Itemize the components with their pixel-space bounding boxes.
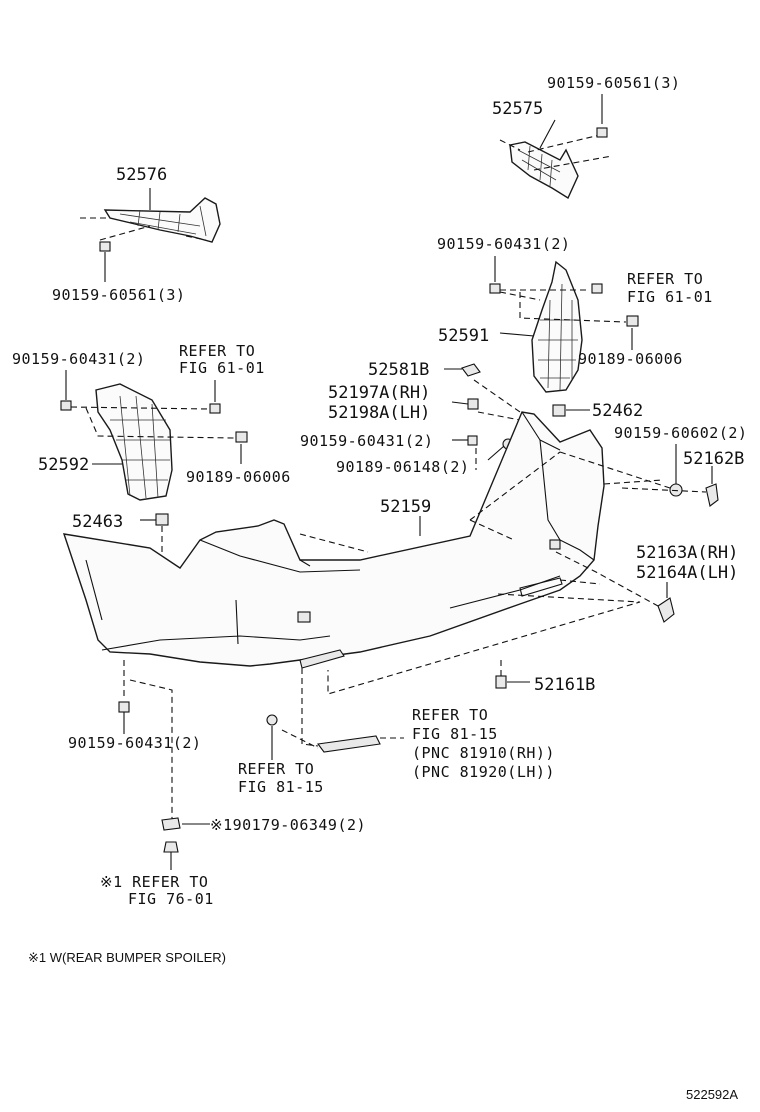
label-90189-06006-left: 90189-06006 <box>186 468 291 486</box>
clip-icon <box>60 370 72 411</box>
clip-icon <box>235 431 248 464</box>
label-52463: 52463 <box>72 512 123 532</box>
label-90189-06006-right: 90189-06006 <box>578 350 683 368</box>
label-52162b: 52162B <box>683 449 744 469</box>
label-52164a-lh: 52164A(LH) <box>636 563 738 583</box>
label-refer-to: REFER TO <box>179 342 255 360</box>
label-52576: 52576 <box>116 165 167 185</box>
part-52591-retainer <box>531 260 583 393</box>
label-52592: 52592 <box>38 455 89 475</box>
bolt-icon <box>467 435 478 446</box>
label-52198a-lh: 52198A(LH) <box>328 403 430 423</box>
clip-icon <box>495 675 530 689</box>
footnote: ※1 W(REAR BUMPER SPOILER) <box>28 950 226 965</box>
part-52162b-cap <box>705 466 719 507</box>
label-90159-60561-upper: 90159-60561(3) <box>547 74 680 92</box>
label-52462: 52462 <box>592 401 643 421</box>
label-90159-60431-lower: 90159-60431(2) <box>68 734 201 752</box>
dashed-guide <box>559 451 707 493</box>
label-refer-to-76: ※1 REFER TO <box>100 873 208 891</box>
clip-icon <box>209 380 221 414</box>
part-52163a-cover <box>657 582 675 623</box>
dashed-guide <box>327 551 659 695</box>
leader-line <box>451 401 469 405</box>
clip-icon <box>626 315 639 350</box>
label-pnc-81920: (PNC 81920(LH)) <box>412 763 555 781</box>
label-refer-to: REFER TO <box>412 706 488 724</box>
label-90159-60561-lower: 90159-60561(3) <box>52 286 185 304</box>
label-52159: 52159 <box>380 497 431 517</box>
screw-icon <box>669 444 683 497</box>
label-fig-61-01: FIG 61-01 <box>627 288 713 306</box>
part-52581b-plate <box>461 363 481 377</box>
part-52575-bracket <box>499 133 613 200</box>
label-90159-60431-upper-right: 90159-60431(2) <box>437 235 570 253</box>
part-52159-bumper-cover <box>62 411 605 667</box>
label-52161b: 52161B <box>534 675 595 695</box>
bolt-icon <box>596 94 608 138</box>
dashed-guide <box>299 451 561 553</box>
label-90159-60602: 90159-60602(2) <box>614 424 747 442</box>
clip-icon <box>489 256 501 294</box>
label-pnc-81910: (PNC 81910(RH)) <box>412 744 555 762</box>
dashed-guide <box>123 660 173 820</box>
bolt-icon <box>99 241 111 282</box>
label-90159-60431-upper-left: 90159-60431(2) <box>12 350 145 368</box>
label-fig-81-15: FIG 81-15 <box>238 778 324 796</box>
label-52197a-rh: 52197A(RH) <box>328 383 430 403</box>
dashed-guide <box>281 668 404 749</box>
leader-line <box>499 332 535 337</box>
clip-icon <box>161 817 210 831</box>
figure-code: 522592A <box>686 1087 738 1102</box>
bolt-icon <box>118 701 130 734</box>
part-52576-bracket <box>80 197 221 243</box>
label-fig-61-01: FIG 61-01 <box>179 359 265 377</box>
leader-line <box>539 119 556 149</box>
part-52592-retainer <box>95 383 173 501</box>
part-52463-pad <box>155 513 169 526</box>
label-fig-81-15: FIG 81-15 <box>412 725 498 743</box>
label-52581b: 52581B <box>368 360 429 380</box>
dashed-guide <box>70 406 235 439</box>
dashed-guide <box>473 379 547 470</box>
label-52591: 52591 <box>438 326 489 346</box>
leader-line <box>487 445 505 461</box>
clip-icon <box>591 283 603 294</box>
label-90179-06349: ※190179-06349(2) <box>210 816 366 834</box>
clip-icon <box>467 398 479 410</box>
label-refer-to: REFER TO <box>627 270 703 288</box>
label-90189-06148: 90189-06148(2) <box>336 458 469 476</box>
label-fig-76-01: FIG 76-01 <box>128 890 214 908</box>
reflector-icon <box>299 649 381 753</box>
part-52462-pad <box>552 404 566 417</box>
screw-icon <box>266 714 278 760</box>
label-refer-to: REFER TO <box>238 760 314 778</box>
label-90159-60431-center: 90159-60431(2) <box>300 432 433 450</box>
dashed-guide <box>499 289 627 323</box>
label-52163a-rh: 52163A(RH) <box>636 543 738 563</box>
label-52575: 52575 <box>492 99 543 119</box>
screw-icon <box>163 841 179 870</box>
